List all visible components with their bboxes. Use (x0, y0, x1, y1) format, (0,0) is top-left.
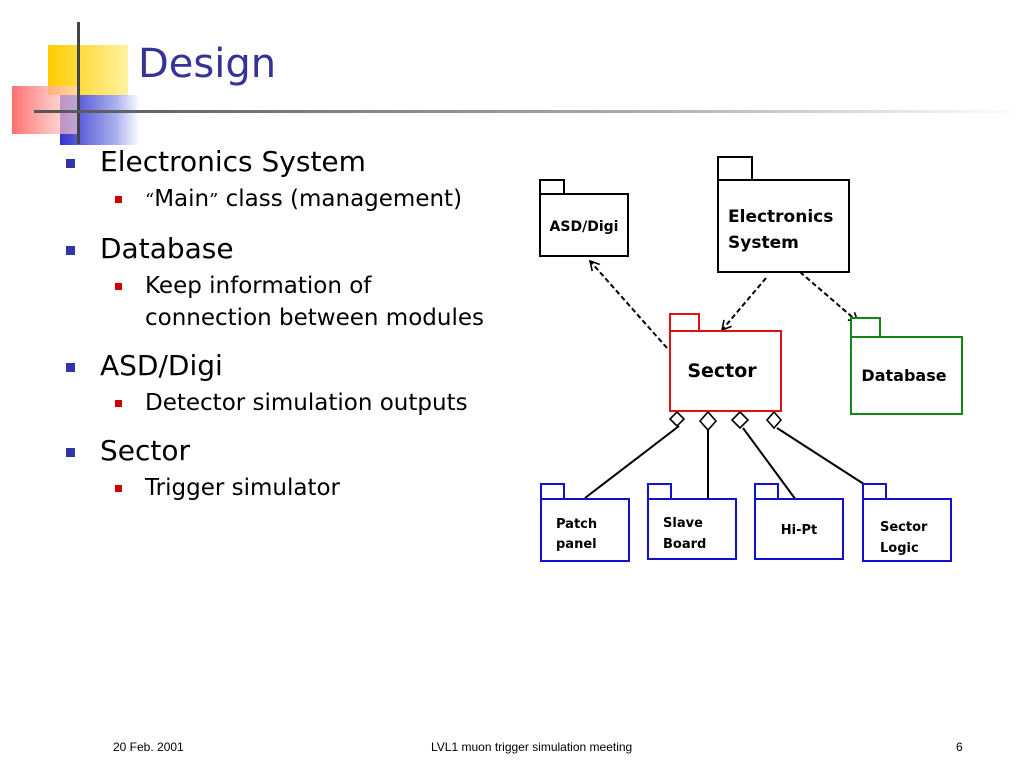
bullet-database: Database (60, 229, 530, 269)
close-quote: ” (209, 190, 219, 211)
package-label-line2: panel (556, 537, 597, 552)
slide-title: Design (138, 41, 277, 87)
bullet-asd-digi: ASD/Digi (60, 346, 530, 386)
footer-date: 20 Feb. 2001 (113, 740, 184, 754)
vertical-rule (77, 22, 80, 144)
package-body (647, 498, 737, 560)
quoted-word: Main (154, 186, 210, 212)
sub-bullet-detector-sim: Detector simulation outputs (60, 387, 530, 419)
bullet-text: Database (100, 232, 234, 265)
package-label-line2: System (728, 233, 799, 253)
sub-bullet-trigger-sim: Trigger simulator (60, 472, 530, 504)
horizontal-rule (34, 110, 1024, 113)
sub-bullet-marker (115, 400, 122, 407)
package-label-line2: Board (663, 537, 706, 552)
package-label-line1: Patch (556, 517, 597, 532)
package-label-line2: Logic (880, 541, 919, 556)
aggregation-diamond (730, 410, 750, 430)
sub-bullet-keep-info: Keep information of connection between m… (60, 270, 530, 334)
bullet-marker (66, 363, 75, 372)
package-tab (850, 317, 881, 338)
package-hi-pt (754, 483, 844, 560)
package-slave-board (647, 483, 737, 560)
package-diagram: ASD/Digi Electronics System Sector Datab… (539, 156, 963, 562)
package-body (850, 336, 963, 415)
title-decoration (12, 22, 1024, 145)
aggregation-diamond (668, 410, 686, 428)
package-sector (669, 313, 782, 412)
sub-bullet-line2: connection between modules (145, 305, 484, 331)
bullet-marker (66, 448, 75, 457)
sub-bullet-text: Trigger simulator (145, 475, 341, 501)
package-patch-panel (540, 483, 630, 562)
package-sector-logic (862, 483, 952, 562)
open-quote: “ (145, 190, 155, 211)
package-tab (539, 179, 565, 195)
package-body (862, 498, 952, 562)
dependency-electronics-to-database (799, 271, 860, 324)
package-body (754, 498, 844, 560)
aggregation-line-hi-pt (742, 427, 797, 501)
sub-bullet-marker (115, 283, 122, 290)
package-tab (717, 156, 753, 181)
bullet-electronics-system: Electronics System (60, 142, 530, 182)
package-tab (754, 483, 779, 500)
sub-bullet-text: Detector simulation outputs (145, 390, 468, 416)
package-label-line1: Electronics (728, 207, 833, 227)
bullet-text: Sector (100, 434, 191, 467)
package-body (539, 193, 629, 257)
bullet-marker (66, 246, 75, 255)
package-database (850, 317, 963, 415)
package-tab (647, 483, 672, 500)
dependency-sector-to-asd-digi (588, 259, 668, 349)
footer-meeting-title: LVL1 muon trigger simulation meeting (431, 740, 633, 754)
package-body (540, 498, 630, 562)
dependency-sector-to-electronics (720, 277, 767, 332)
package-asd-digi (539, 179, 629, 257)
package-tab (540, 483, 565, 500)
sub-bullet-text: class (management) (218, 186, 463, 212)
page-number: 6 (956, 740, 963, 754)
aggregation-line-patch-panel (584, 425, 680, 499)
package-label: Database (861, 366, 946, 385)
aggregation-line-sector-logic (776, 427, 871, 489)
bullet-text: ASD/Digi (100, 349, 223, 382)
aggregation-diamond (765, 410, 783, 430)
package-body (669, 330, 782, 412)
package-label-line1: Slave (663, 516, 703, 531)
sub-bullet-line1: Keep information of (145, 273, 372, 299)
bullet-list: Electronics System “Main” class (managem… (60, 142, 530, 516)
bullet-text: Electronics System (100, 145, 366, 178)
sub-bullet-marker (115, 196, 122, 203)
package-tab (862, 483, 887, 500)
package-tab (669, 313, 700, 332)
package-body (717, 179, 850, 273)
sub-bullet-main-class: “Main” class (management) (60, 183, 530, 217)
package-electronics-system (717, 156, 850, 273)
bullet-marker (66, 159, 75, 168)
package-label: Sector (687, 360, 757, 382)
package-label-line1: Sector (880, 520, 928, 535)
package-label: Hi-Pt (781, 523, 817, 538)
bullet-sector: Sector (60, 431, 530, 471)
aggregation-diamond (698, 410, 718, 432)
package-label: ASD/Digi (550, 219, 619, 235)
sub-bullet-marker (115, 485, 122, 492)
